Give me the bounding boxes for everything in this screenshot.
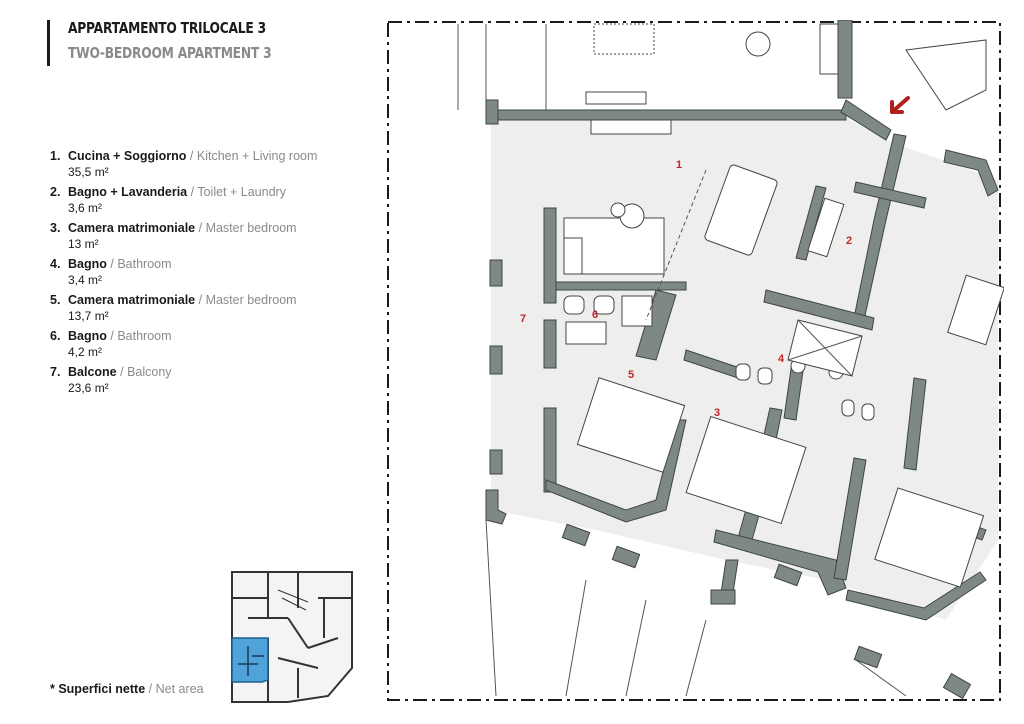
key-plan [231, 571, 353, 703]
room-item: 6. Bagno / Bathroom 4,2 m² [50, 328, 370, 361]
room-label-4: 4 [778, 353, 785, 365]
footnote-it: * Superfici nette [50, 682, 146, 696]
footnote: * Superfici nette / Net area [50, 682, 204, 696]
page-title: APPARTAMENTO TRILOCALE 3 [68, 19, 266, 37]
furniture [563, 164, 1004, 588]
room-name-en: / Master bedroom [198, 221, 297, 235]
room-name-en: / Bathroom [110, 329, 172, 343]
room-label-6: 6 [592, 309, 598, 321]
key-plan-highlight [231, 637, 269, 683]
room-name-it: Camera matrimoniale [68, 293, 196, 307]
room-name-it: Bagno + Lavanderia [68, 185, 188, 199]
floor-plan: 1 2 3 4 5 6 7 [387, 20, 1004, 701]
room-label-2: 2 [846, 235, 852, 247]
room-item: 5. Camera matrimoniale / Master bedroom 1… [50, 292, 370, 325]
plan-frame [387, 21, 1001, 701]
room-item: 2.Bagno + Lavanderia / Toilet + Laundry … [50, 184, 370, 217]
room-number: 4. [50, 257, 61, 271]
room-label-3: 3 [714, 407, 720, 419]
footnote-en: / Net area [148, 682, 204, 696]
room-number: 3. [50, 221, 61, 235]
room-area: 13 m² [68, 237, 99, 251]
room-name-it: Bagno [68, 329, 107, 343]
room-name-it: Cucina + Soggiorno [68, 149, 187, 163]
room-item: 4. Bagno / Bathroom 3,4 m² [50, 256, 370, 289]
room-area: 13,7 m² [68, 309, 109, 323]
room-item: 3. Camera matrimoniale / Master bedroom 1… [50, 220, 370, 253]
room-name-it: Camera matrimoniale [68, 221, 196, 235]
room-area: 4,2 m² [68, 345, 103, 359]
room-label-5: 5 [628, 369, 634, 381]
room-area: 23,6 m² [68, 381, 109, 395]
room-item: 7. Balcone / Balcony 23,6 m² [50, 364, 370, 397]
room-list: 1. Cucina + Soggiorno / Kitchen + Living … [50, 148, 370, 400]
room-area: 3,4 m² [68, 273, 103, 287]
room-area: 3,6 m² [68, 201, 103, 215]
room-label-7: 7 [520, 313, 526, 325]
room-item: 1. Cucina + Soggiorno / Kitchen + Living … [50, 148, 370, 181]
room-name-it: Balcone [68, 365, 117, 379]
room-name-en: / Toilet + Laundry [190, 185, 286, 199]
entry-arrow-icon [890, 96, 910, 114]
room-area: 35,5 m² [68, 165, 109, 179]
page-subtitle: TWO-BEDROOM APARTMENT 3 [68, 44, 272, 62]
room-label-1: 1 [676, 159, 682, 171]
room-number: 7. [50, 365, 61, 379]
room-number: 6. [50, 329, 61, 343]
room-name-en: / Master bedroom [198, 293, 297, 307]
room-number: 1. [50, 149, 61, 163]
key-plan-highlight-walls [238, 646, 264, 676]
room-name-en: / Kitchen + Living room [189, 149, 318, 163]
title-accent-bar [47, 20, 50, 66]
room-name-en: / Bathroom [110, 257, 172, 271]
room-number: 2. [50, 185, 61, 199]
room-number: 5. [50, 293, 61, 307]
room-name-it: Bagno [68, 257, 107, 271]
room-name-en: / Balcony [120, 365, 172, 379]
